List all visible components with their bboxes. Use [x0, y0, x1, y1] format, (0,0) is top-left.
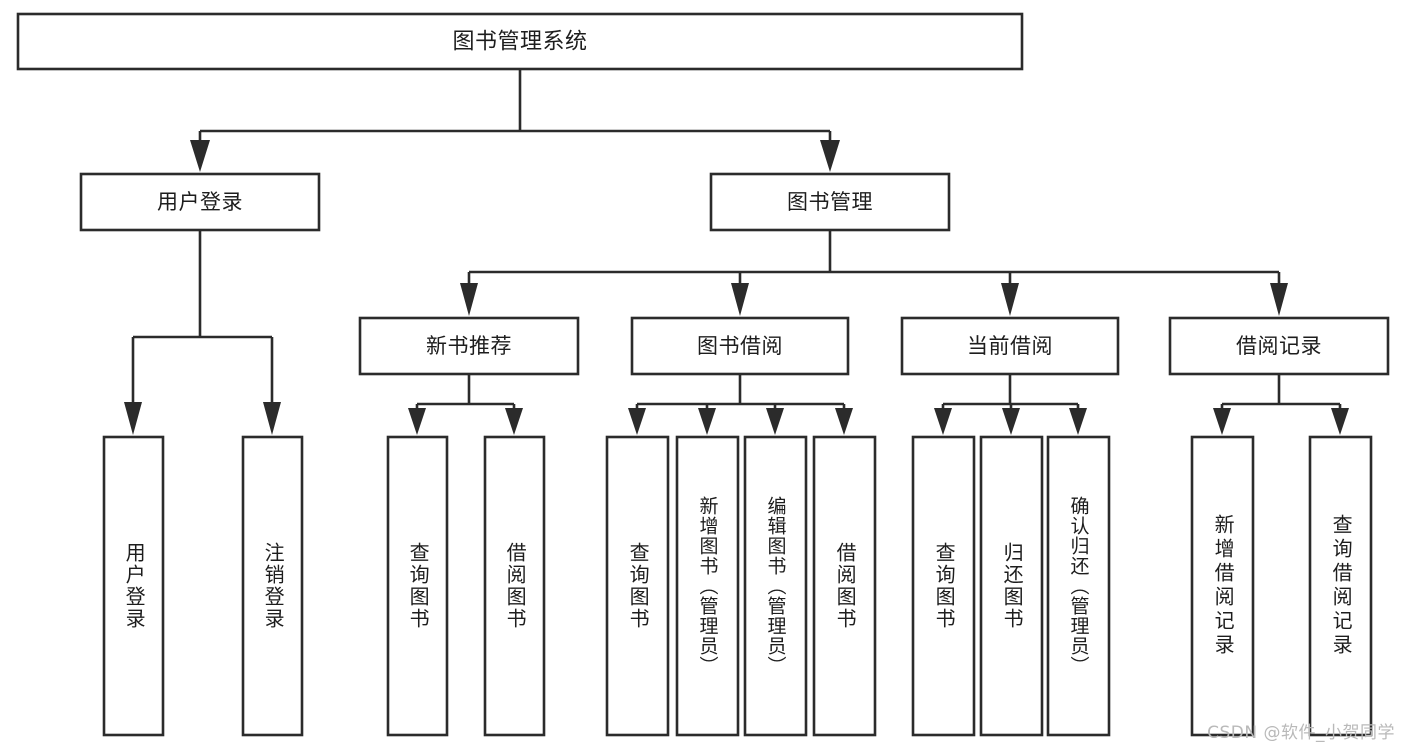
arrowhead-current-borrow — [1001, 283, 1019, 316]
arrowhead-leaf-query-book-1 — [408, 408, 426, 435]
node-current-borrow-label: 当前借阅 — [967, 334, 1053, 358]
connector-group-borrow-record — [1213, 374, 1349, 435]
node-borrow-record-label: 借阅记录 — [1236, 334, 1322, 358]
csdn-watermark: CSDN @软件_小贺同学 — [1207, 723, 1395, 743]
connector-group-current-borrow — [934, 374, 1087, 435]
node-book-manage[interactable]: 图书管理 — [709, 172, 951, 232]
node-current-borrow-box[interactable] — [900, 316, 1120, 376]
node-book-borrow[interactable]: 图书借阅 — [630, 316, 850, 376]
arrowhead-leaf-borrow-book-2 — [835, 408, 853, 435]
leaf-box-confirm-return-admin[interactable] — [1046, 435, 1111, 737]
leaf-box-add-book-admin[interactable] — [675, 435, 740, 737]
arrowhead-leaf-add-borrow-record — [1213, 408, 1231, 435]
arrowhead-leaf-query-book-2 — [628, 408, 646, 435]
arrowhead-leaf-logout — [263, 402, 281, 435]
leaf-box-borrow-book-1[interactable] — [483, 435, 546, 737]
node-borrow-record[interactable]: 借阅记录 — [1168, 316, 1390, 376]
leaf-box-query-book-1[interactable] — [386, 435, 449, 737]
arrowhead-leaf-return-book — [1002, 408, 1020, 435]
node-book-manage-box[interactable] — [709, 172, 951, 232]
leaf-box-logout[interactable] — [241, 435, 304, 737]
leaf-box-query-borrow-record[interactable] — [1308, 435, 1373, 737]
node-new-book-recommend-box[interactable] — [358, 316, 580, 376]
arrowhead-leaf-edit-book-admin — [766, 408, 784, 435]
connector-group-root — [190, 69, 840, 172]
node-book-borrow-box[interactable] — [630, 316, 850, 376]
arrowhead-leaf-query-borrow-record — [1331, 408, 1349, 435]
arrowhead-book-manage — [820, 140, 840, 172]
arrowhead-leaf-confirm-return-admin — [1069, 408, 1087, 435]
arrowhead-leaf-borrow-book-1 — [505, 408, 523, 435]
node-root-label: 图书管理系统 — [452, 30, 587, 55]
leaf-box-add-borrow-record[interactable] — [1190, 435, 1255, 737]
node-borrow-record-box[interactable] — [1168, 316, 1390, 376]
leaf-box-group — [102, 435, 1373, 737]
connector-group-book-manage — [460, 230, 1288, 316]
leaf-box-query-book-3[interactable] — [911, 435, 976, 737]
leaf-box-user-login[interactable] — [102, 435, 165, 737]
leaf-box-return-book[interactable] — [979, 435, 1044, 737]
connector-group-new-book-recommend — [408, 374, 523, 435]
leaf-box-edit-book-admin[interactable] — [743, 435, 808, 737]
node-root[interactable]: 图书管理系统 — [16, 12, 1024, 71]
arrowhead-leaf-add-book-admin — [698, 408, 716, 435]
leaf-box-query-book-2[interactable] — [605, 435, 670, 737]
node-current-borrow[interactable]: 当前借阅 — [900, 316, 1120, 376]
node-user-login-label: 用户登录 — [157, 190, 243, 214]
arrowhead-new-book-recommend — [460, 283, 478, 316]
arrowhead-borrow-record — [1270, 283, 1288, 316]
leaf-box-borrow-book-2[interactable] — [812, 435, 877, 737]
arrowhead-leaf-user-login — [124, 402, 142, 435]
arrowhead-book-borrow — [731, 283, 749, 316]
node-user-login[interactable]: 用户登录 — [79, 172, 321, 232]
connector-group-user-login — [124, 230, 281, 435]
arrowhead-user-login — [190, 140, 210, 172]
node-new-book-recommend[interactable]: 新书推荐 — [358, 316, 580, 376]
arrowhead-leaf-query-book-3 — [934, 408, 952, 435]
node-book-borrow-label: 图书借阅 — [697, 334, 783, 358]
node-user-login-box[interactable] — [79, 172, 321, 232]
node-root-box[interactable] — [16, 12, 1024, 71]
connector-group-book-borrow — [628, 374, 853, 435]
node-book-manage-label: 图书管理 — [787, 190, 873, 214]
node-new-book-recommend-label: 新书推荐 — [426, 334, 512, 358]
